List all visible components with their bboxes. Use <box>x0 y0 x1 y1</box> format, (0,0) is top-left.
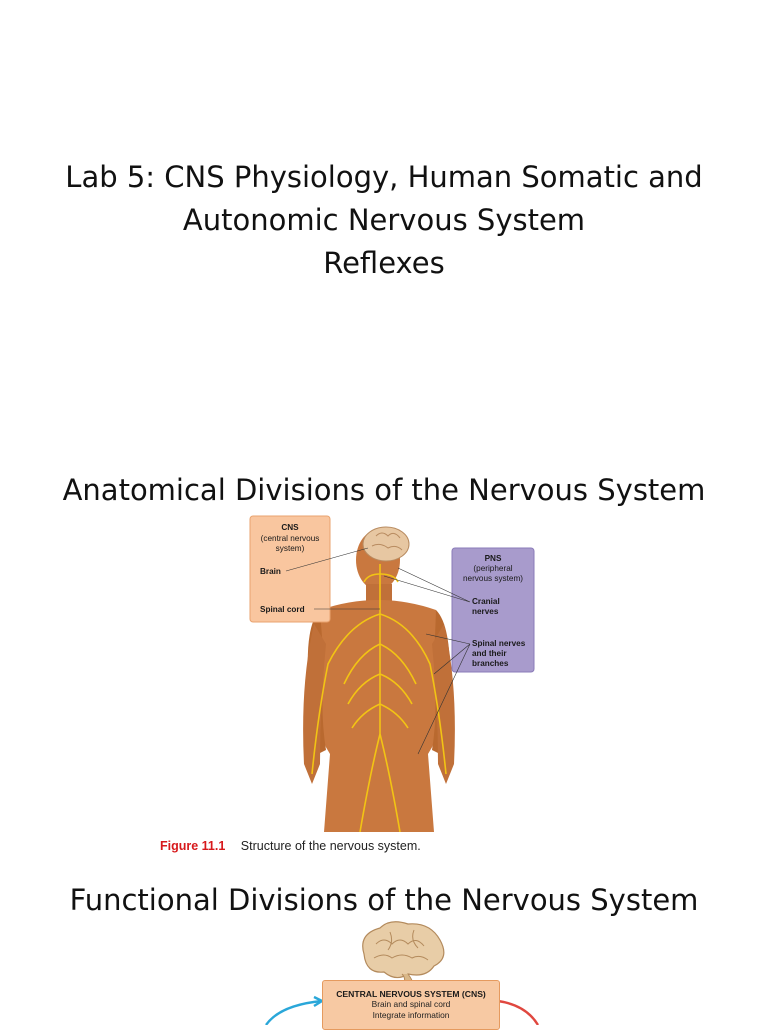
svg-text:Spinal nerves: Spinal nerves <box>472 639 526 648</box>
svg-text:Brain: Brain <box>260 567 281 576</box>
svg-text:PNS: PNS <box>485 554 502 563</box>
nerve-network <box>311 564 447 832</box>
cns-box-title: CENTRAL NERVOUS SYSTEM (CNS) <box>336 989 486 999</box>
title-line-1: Lab 5: CNS Physiology, Human Somatic and <box>65 160 703 194</box>
cns-box-line-2: Integrate information <box>372 1010 450 1020</box>
slide2-title: Anatomical Divisions of the Nervous Syst… <box>62 473 706 507</box>
figure-number: Figure 11.1 <box>160 839 226 853</box>
pns-label-box: PNS (peripheral nervous system) Cranial … <box>451 547 535 673</box>
svg-text:Spinal cord: Spinal cord <box>260 605 305 614</box>
figure-caption-text: Structure of the nervous system. <box>240 839 421 853</box>
flow-arrows <box>265 995 540 1025</box>
svg-text:(central nervous: (central nervous <box>261 534 320 543</box>
svg-text:nervous system): nervous system) <box>463 574 523 583</box>
cns-label-box: CNS (central nervous system) Brain Spina… <box>249 515 331 623</box>
svg-text:CNS: CNS <box>281 523 299 532</box>
arrow-left <box>265 999 323 1025</box>
slide1-title: Lab 5: CNS Physiology, Human Somatic and… <box>0 156 768 285</box>
brain-icon <box>362 921 445 984</box>
svg-text:(peripheral: (peripheral <box>473 564 512 573</box>
title-line-2: Autonomic Nervous System <box>182 203 586 237</box>
figure-caption: Figure 11.1 Structure of the nervous sys… <box>160 839 421 853</box>
arrow-right <box>497 999 540 1025</box>
title-line-3: Reflexes <box>323 246 445 280</box>
slide3-title: Functional Divisions of the Nervous Syst… <box>69 883 699 917</box>
svg-text:branches: branches <box>472 659 509 668</box>
svg-text:system): system) <box>276 544 305 553</box>
human-body-illustration <box>303 526 455 832</box>
cns-box: CENTRAL NERVOUS SYSTEM (CNS) Brain and s… <box>322 980 500 1030</box>
svg-text:and their: and their <box>472 649 507 658</box>
cns-box-line-1: Brain and spinal cord <box>371 999 451 1009</box>
svg-text:Cranial: Cranial <box>472 597 500 606</box>
nervous-system-figure: CNS (central nervous system) Brain Spina… <box>249 515 535 832</box>
svg-text:nerves: nerves <box>472 607 499 616</box>
